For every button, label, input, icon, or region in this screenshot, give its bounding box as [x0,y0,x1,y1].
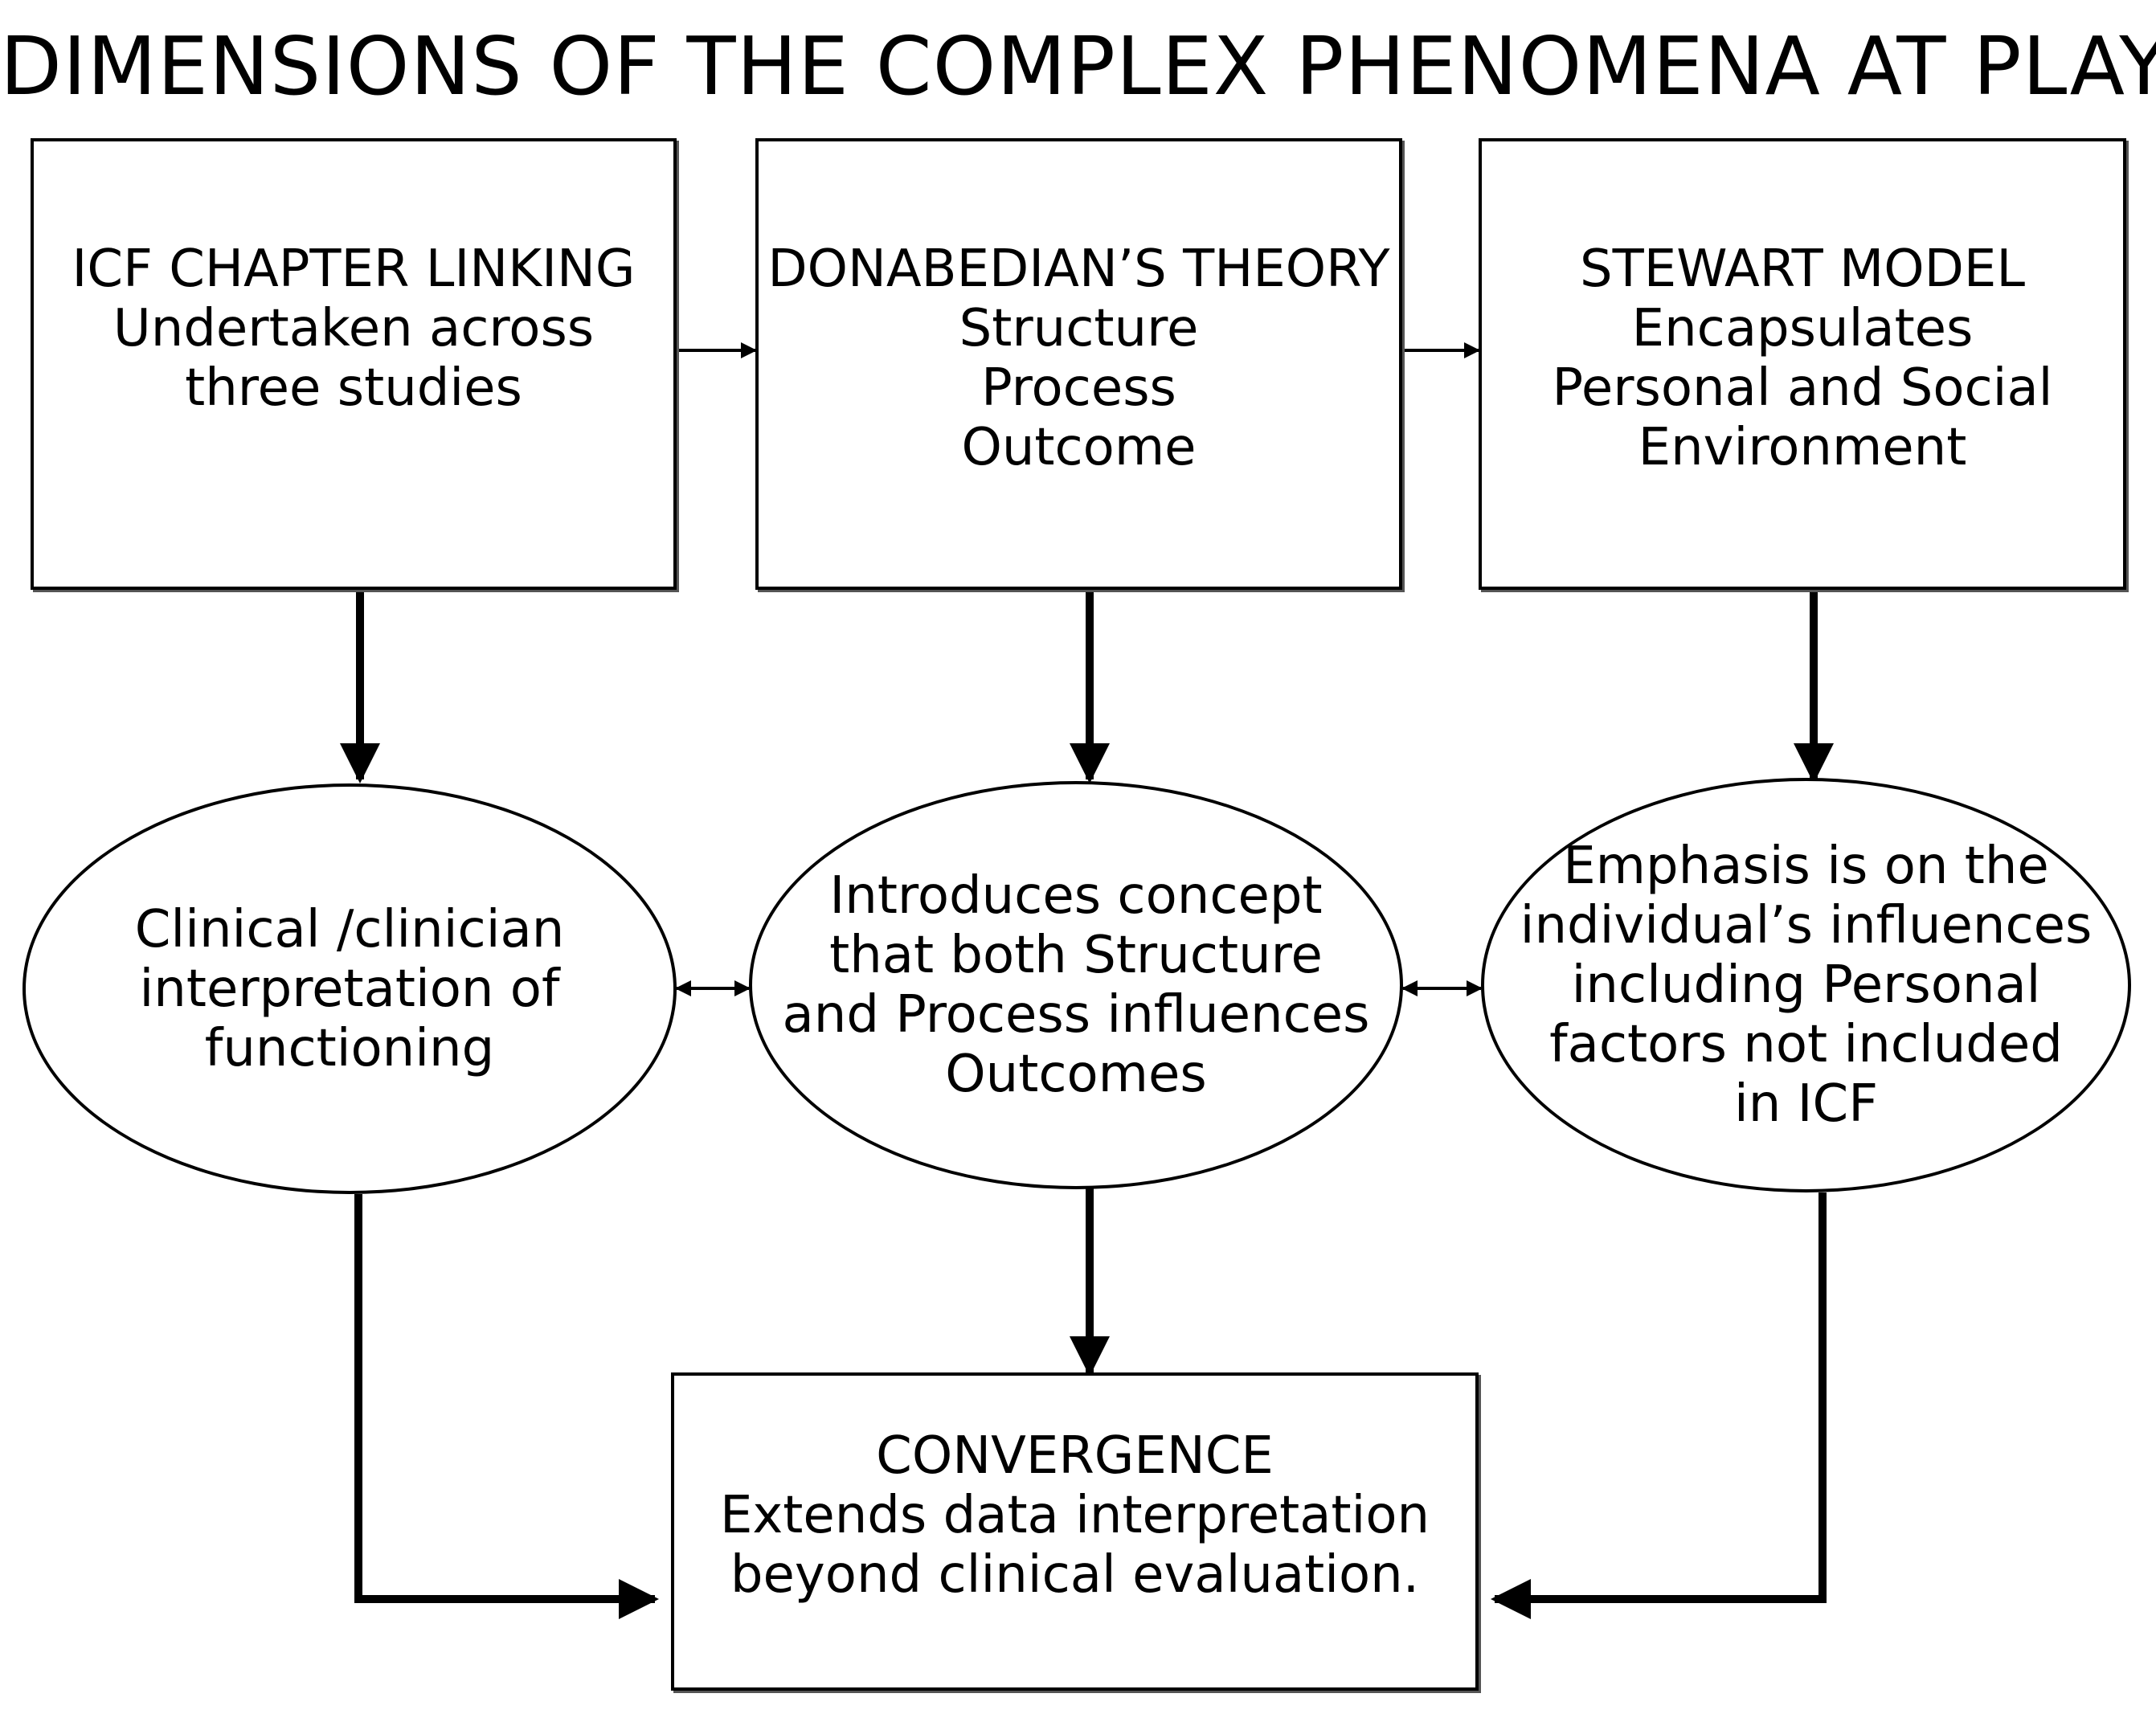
emphasis-ellipse-line: including Personal [1571,955,2041,1015]
clinical-ellipse-line: functioning [204,1018,495,1078]
diagram-title: DIMENSIONS OF THE COMPLEX PHENOMENA AT P… [0,19,2156,113]
emphasis-ellipse-line: factors not included [1549,1015,2063,1074]
donabedian-box-heading: DONABEDIAN’S THEORY [767,239,1390,299]
donabedian-box-line: Structure [959,299,1199,358]
arrow-clinical-to-convergence [354,1194,659,1619]
arrow-emphasis-to-convergence [1491,1192,1827,1619]
stewart-box-line: Environment [1638,418,1967,477]
donabedian-box-line: Outcome [961,418,1197,477]
icf-box-line: Undertaken across [113,299,595,358]
convergence-box-line: Extends data interpretation [719,1486,1430,1545]
donabedian-theory-box: DONABEDIAN’S THEORY Structure Process Ou… [755,138,1402,590]
icf-box-line: three studies [185,358,522,418]
stewart-box-line: Personal and Social [1552,358,2053,418]
stewart-model-box: STEWART MODEL Encapsulates Personal and … [1479,138,2126,590]
introduces-ellipse-line: Introduces concept [829,866,1323,926]
clinical-interpretation-ellipse: Clinical /clinician interpretation of fu… [23,783,677,1194]
stewart-box-heading: STEWART MODEL [1580,239,2025,299]
icf-chapter-linking-box: ICF CHAPTER LINKING Undertaken across th… [31,138,677,590]
introduces-ellipse-line: Outcomes [945,1045,1207,1104]
convergence-box-heading: CONVERGENCE [876,1426,1274,1486]
introduces-ellipse-line: and Process influences [782,985,1370,1045]
emphasis-ellipse-line: Emphasis is on the [1563,837,2049,896]
introduces-concept-ellipse: Introduces concept that both Structure a… [749,781,1403,1189]
donabedian-box-line: Process [981,358,1176,418]
emphasis-ellipse-line: in ICF [1733,1074,1879,1134]
convergence-box: CONVERGENCE Extends data interpretation … [671,1372,1479,1691]
stewart-box-line: Encapsulates [1631,299,1974,358]
icf-box-heading: ICF CHAPTER LINKING [72,239,636,299]
clinical-ellipse-line: Clinical /clinician [134,899,565,959]
emphasis-ellipse-line: individual’s influences [1520,896,2093,955]
clinical-ellipse-line: interpretation of [139,959,560,1019]
convergence-box-line: beyond clinical evaluation. [730,1545,1420,1605]
introduces-ellipse-line: that both Structure [829,926,1323,985]
emphasis-individual-ellipse: Emphasis is on the individual’s influenc… [1481,778,2131,1192]
